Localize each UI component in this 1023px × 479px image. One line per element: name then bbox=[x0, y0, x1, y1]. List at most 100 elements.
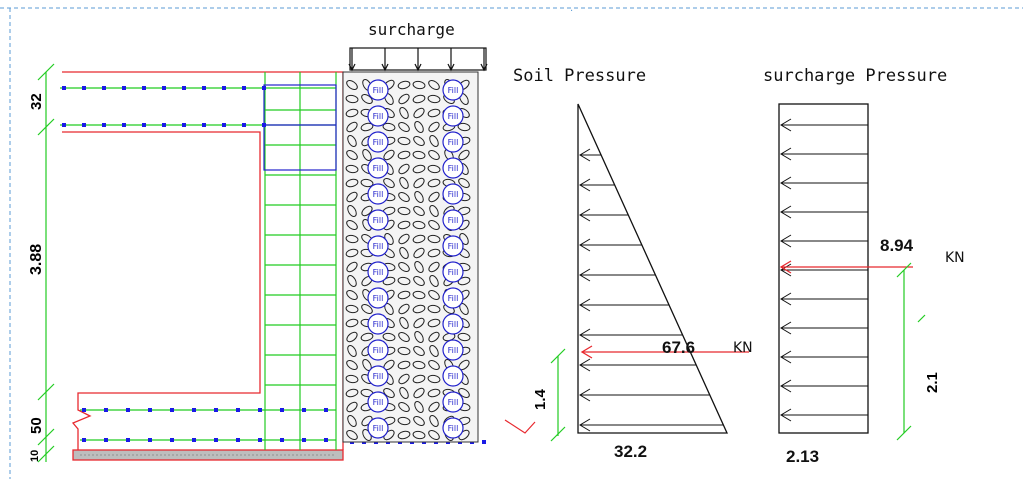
rebar-dot bbox=[202, 123, 206, 127]
soil-pressure-title: Soil Pressure bbox=[513, 66, 646, 86]
rebar-dot bbox=[170, 438, 174, 442]
rebar-dot bbox=[258, 408, 262, 412]
stone-mark bbox=[398, 402, 410, 412]
stone-mark bbox=[397, 360, 411, 370]
stone-mark bbox=[413, 206, 425, 216]
surcharge-pressure-arrowhead bbox=[780, 263, 792, 277]
stone-mark bbox=[414, 191, 424, 203]
fill-tag-circle bbox=[442, 417, 464, 439]
soil-arrowhead bbox=[579, 268, 591, 282]
stone-mark bbox=[458, 178, 470, 188]
stone-mark bbox=[347, 275, 357, 287]
stone-mark bbox=[345, 234, 359, 244]
soil-pressure-arrows bbox=[579, 148, 724, 432]
stone-mark bbox=[345, 178, 359, 188]
surcharge-pressure-arrowhead bbox=[780, 321, 792, 335]
rebar-dot bbox=[122, 123, 126, 127]
stone-mark bbox=[397, 136, 411, 146]
soil-arrowhead bbox=[579, 178, 591, 192]
surcharge-arrowhead bbox=[348, 63, 356, 72]
stone-mark bbox=[412, 360, 426, 370]
dim-blinding: 10 bbox=[29, 450, 41, 462]
fill-tag-circle bbox=[442, 313, 464, 335]
rebar-dot bbox=[324, 438, 328, 442]
stone-mark bbox=[412, 94, 426, 104]
surcharge-arrowhead bbox=[381, 63, 389, 72]
rebar-dot bbox=[324, 408, 328, 412]
dim-wall-height: 3.88 bbox=[28, 244, 45, 275]
rebar-dot bbox=[280, 438, 284, 442]
rebar-dot bbox=[214, 408, 218, 412]
stone-mark bbox=[345, 374, 359, 384]
stone-mark bbox=[345, 318, 359, 328]
fill-tag-circle bbox=[367, 365, 389, 387]
stone-mark bbox=[457, 276, 471, 286]
stone-mark bbox=[429, 275, 439, 287]
stone-mark bbox=[397, 346, 411, 356]
stone-mark bbox=[399, 107, 409, 119]
fill-tag-circle bbox=[442, 131, 464, 153]
stone-mark bbox=[397, 206, 411, 216]
rebar-dot bbox=[202, 86, 206, 90]
fill-tag-label: Fill bbox=[448, 242, 459, 251]
rebar-dot bbox=[148, 408, 152, 412]
stone-mark bbox=[427, 318, 441, 328]
stone-mark bbox=[413, 416, 425, 426]
fill-tag-label: Fill bbox=[373, 372, 384, 381]
rebar-dot bbox=[102, 123, 106, 127]
rebar-dot bbox=[62, 86, 66, 90]
stone-mark bbox=[427, 388, 441, 398]
rebar-dot bbox=[182, 86, 186, 90]
stone-mark bbox=[361, 304, 373, 314]
fill-tag-circle bbox=[367, 235, 389, 257]
fill-tag-circle bbox=[367, 131, 389, 153]
stone-mark bbox=[345, 164, 359, 174]
stone-mark bbox=[427, 108, 441, 118]
stone-mark bbox=[382, 276, 396, 286]
stone-mark bbox=[398, 262, 410, 272]
stone-mark bbox=[413, 136, 425, 146]
rebar-dot bbox=[192, 408, 196, 412]
stone-mark bbox=[346, 401, 358, 413]
stone-mark bbox=[427, 304, 441, 314]
rebar-dot bbox=[126, 438, 130, 442]
surcharge-pressure-arrowhead bbox=[780, 379, 792, 393]
drawing-frame bbox=[0, 7, 1023, 479]
soil-arrowhead bbox=[579, 208, 591, 222]
stone-mark bbox=[399, 177, 409, 189]
rebar-dot bbox=[104, 438, 108, 442]
soil-arrowhead bbox=[579, 298, 591, 312]
fill-tag-circle bbox=[367, 79, 389, 101]
surcharge-lever-arm-line bbox=[896, 262, 912, 441]
rebar-dot bbox=[126, 408, 130, 412]
fill-tag-circle bbox=[442, 391, 464, 413]
stone-mark bbox=[428, 331, 440, 343]
rebar-dot bbox=[236, 408, 240, 412]
stone-mark bbox=[428, 220, 440, 230]
stone-mark bbox=[383, 149, 395, 161]
rebar-dot bbox=[82, 408, 86, 412]
stone-mark bbox=[347, 135, 357, 147]
stone-mark bbox=[345, 388, 359, 398]
rebar-dot bbox=[142, 123, 146, 127]
stone-mark bbox=[414, 261, 424, 273]
stone-mark bbox=[428, 80, 440, 90]
stone-mark bbox=[413, 276, 425, 286]
fill-tag-label: Fill bbox=[448, 424, 459, 433]
stone-mark bbox=[428, 290, 440, 300]
stone-mark bbox=[428, 150, 440, 160]
rebar-dot bbox=[236, 438, 240, 442]
surcharge-pressure-arrows bbox=[780, 118, 868, 422]
rebar-dot bbox=[82, 438, 86, 442]
surcharge-lever-arm: 2.1 bbox=[924, 372, 941, 393]
fill-tag-circle bbox=[367, 157, 389, 179]
stone-mark bbox=[346, 261, 358, 273]
fill-tag-label: Fill bbox=[448, 216, 459, 225]
fill-tag-label: Fill bbox=[373, 346, 384, 355]
rebar-dot bbox=[222, 123, 226, 127]
surcharge-pressure-arrowhead bbox=[780, 350, 792, 364]
stone-mark bbox=[398, 233, 410, 245]
stone-mark bbox=[413, 387, 425, 399]
surcharge-pressure-arrowhead bbox=[780, 408, 792, 422]
rebar-dot bbox=[62, 123, 66, 127]
